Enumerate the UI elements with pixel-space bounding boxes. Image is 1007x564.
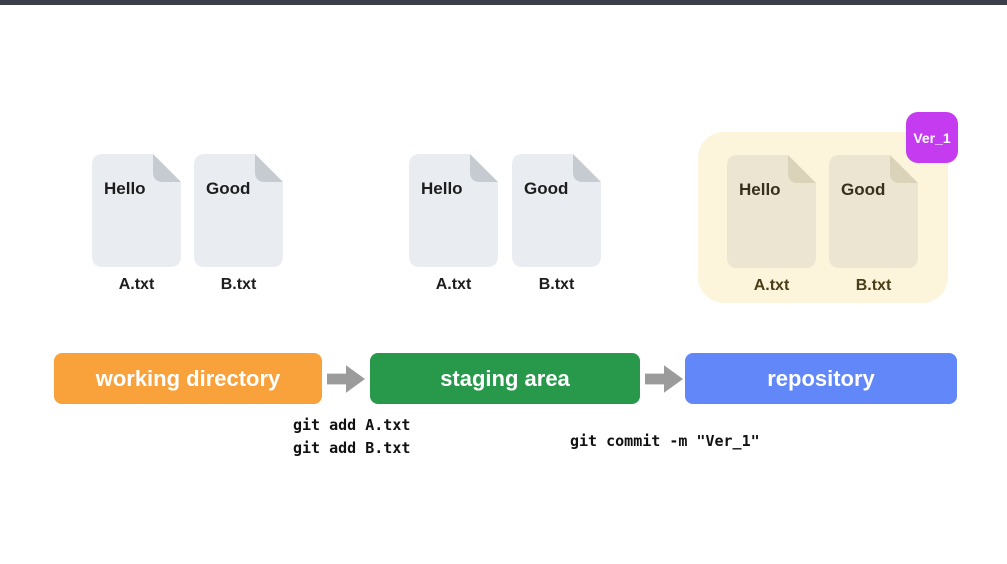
document-shape-icon [512, 154, 601, 267]
document-icon: Good [512, 154, 601, 267]
file-name: A.txt [118, 276, 155, 293]
document-icon: Hello [727, 155, 816, 268]
file-a-repository: Hello A.txt [727, 155, 816, 294]
file-content: Hello [104, 179, 146, 198]
file-b-repository: Good B.txt [829, 155, 918, 294]
document-shape-icon [92, 154, 181, 267]
file-name: B.txt [855, 277, 892, 294]
stage-label: repository [767, 365, 875, 391]
stage-box-repository: repository [685, 353, 957, 404]
document-icon: Good [194, 154, 283, 267]
stage-label: working directory [95, 365, 281, 391]
file-a-staging: Hello A.txt [409, 154, 498, 293]
git-add-commands: git add A.txt git add B.txt [293, 414, 410, 460]
command-git-commit: git commit -m "Ver_1" [570, 432, 760, 450]
document-shape-icon [409, 154, 498, 267]
arrow-right-icon [327, 365, 365, 393]
stage-box-working-directory: working directory [54, 353, 322, 404]
document-icon: Good [829, 155, 918, 268]
document-icon: Hello [92, 154, 181, 267]
file-content: Good [524, 179, 569, 198]
file-name: A.txt [753, 277, 790, 294]
document-shape-icon [829, 155, 918, 268]
file-a-working: Hello A.txt [92, 154, 181, 293]
stage-label: staging area [440, 365, 570, 391]
file-name: A.txt [435, 276, 472, 293]
file-name: B.txt [220, 276, 257, 293]
file-content: Good [841, 180, 886, 199]
window-top-bar [0, 0, 1007, 5]
stage-box-staging-area: staging area [370, 353, 640, 404]
command-git-add-a: git add A.txt [293, 416, 411, 434]
document-shape-icon [194, 154, 283, 267]
arrow-right-icon [645, 365, 683, 393]
git-commit-command: git commit -m "Ver_1" [570, 430, 760, 453]
command-git-add-b: git add B.txt [293, 439, 411, 457]
document-icon: Hello [409, 154, 498, 267]
file-content: Hello [739, 180, 781, 199]
document-shape-icon [727, 155, 816, 268]
file-content: Hello [421, 179, 463, 198]
version-badge: Ver_1 [906, 112, 958, 163]
file-b-staging: Good B.txt [512, 154, 601, 293]
file-content: Good [206, 179, 251, 198]
file-b-working: Good B.txt [194, 154, 283, 293]
file-name: B.txt [538, 276, 575, 293]
